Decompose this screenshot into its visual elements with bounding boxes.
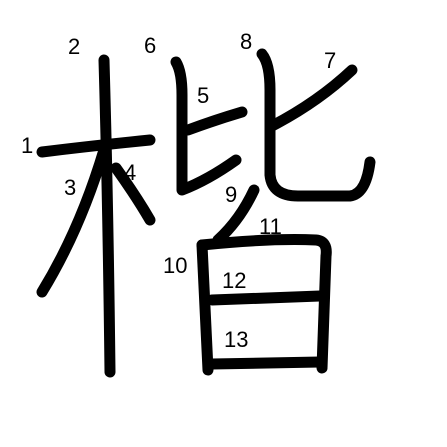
stroke-7 — [266, 64, 358, 132]
stroke-number-label: 6 — [144, 33, 157, 58]
stroke-number-label: 7 — [324, 48, 337, 73]
stroke-8 — [256, 48, 376, 202]
stroke-6 — [170, 56, 242, 196]
stroke-2 — [98, 54, 116, 378]
stroke-4 — [110, 162, 156, 226]
stroke-number-label: 12 — [222, 268, 247, 293]
stroke-number-label: 13 — [224, 327, 249, 352]
stroke-1 — [36, 134, 156, 158]
stroke-10 — [196, 239, 214, 376]
stroke-5 — [182, 106, 248, 136]
stroke-number-label: 9 — [225, 182, 238, 207]
stroke-12 — [206, 290, 326, 306]
stroke-11 — [196, 234, 332, 374]
stroke-number-label: 3 — [64, 175, 77, 200]
stroke-9 — [212, 184, 260, 246]
stroke-number-label: 11 — [259, 214, 282, 239]
stroke-number-label: 8 — [240, 29, 253, 54]
stroke-3 — [36, 144, 110, 298]
stroke-number-label: 5 — [197, 83, 210, 108]
stroke-number-label: 2 — [68, 34, 81, 59]
stroke-number-label: 1 — [21, 133, 34, 158]
stroke-number-label: 10 — [163, 253, 188, 278]
stroke-13 — [206, 356, 326, 370]
stroke-number-label: 4 — [124, 160, 137, 185]
